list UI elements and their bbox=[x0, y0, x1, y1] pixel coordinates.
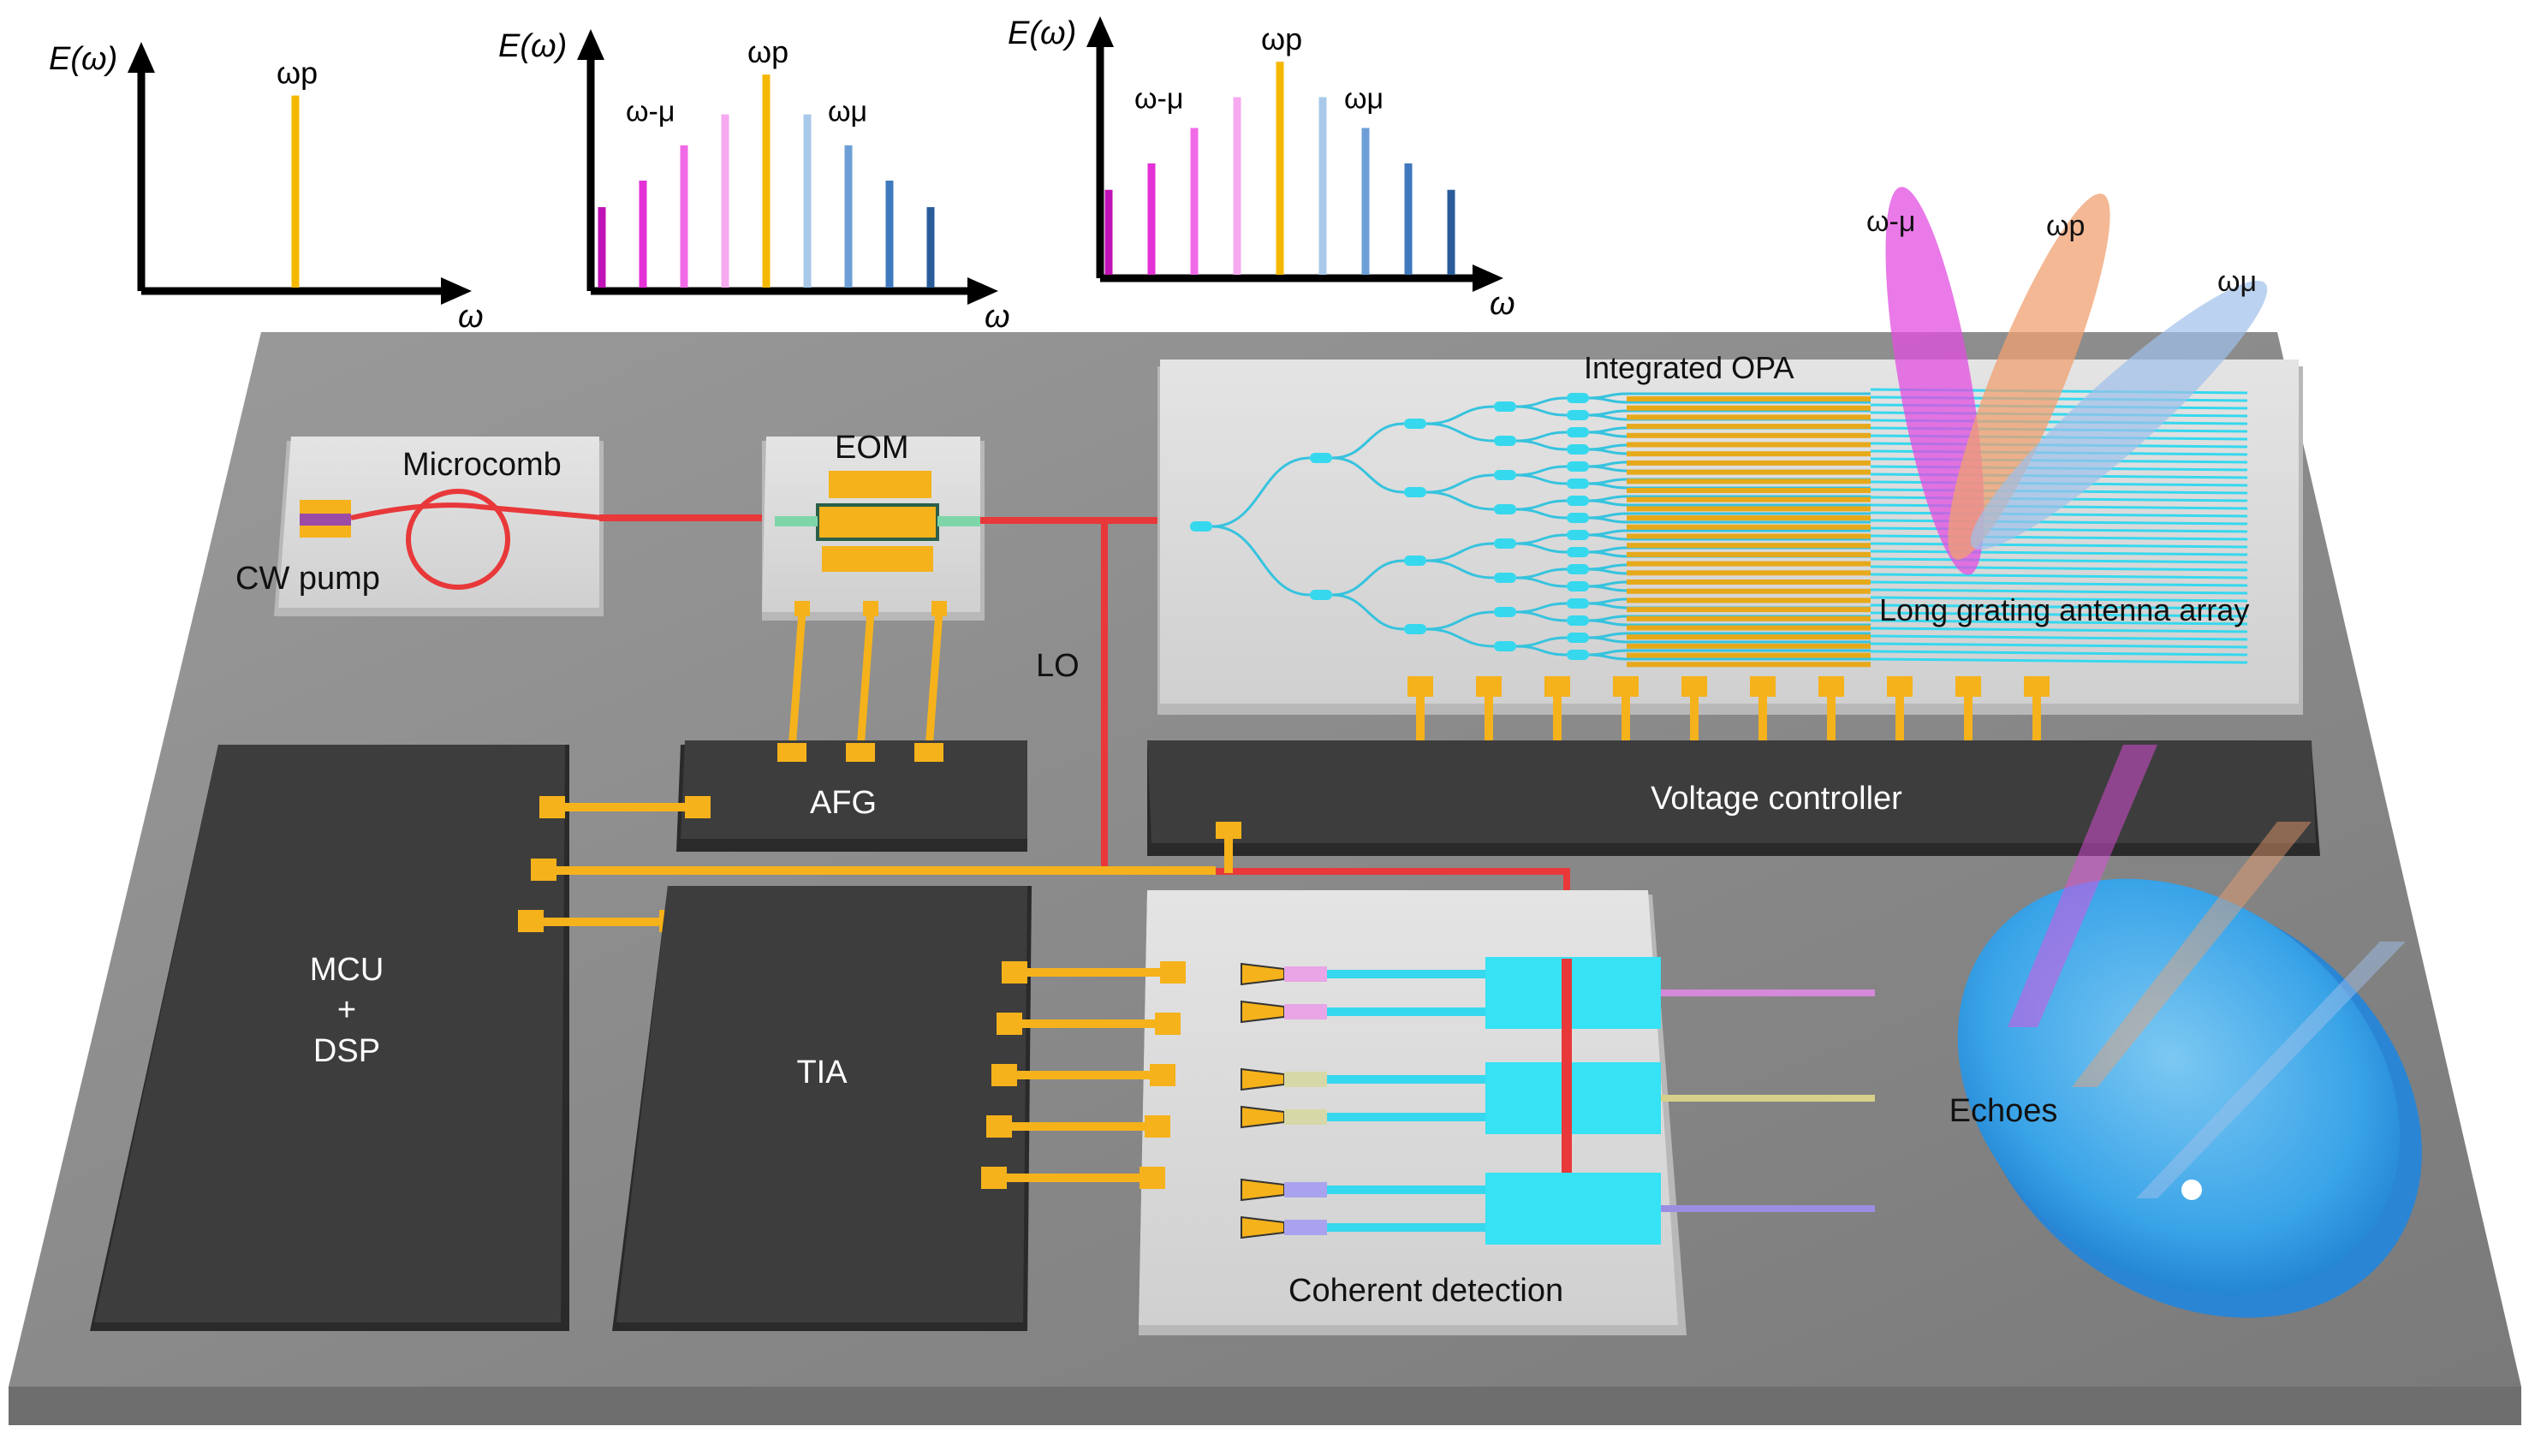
x-axis-label: ω bbox=[458, 299, 484, 335]
peak-label: ωp bbox=[1261, 21, 1302, 56]
mcu-dsp-block: MCU + DSP bbox=[90, 745, 569, 1331]
right-comb-label: ωμ bbox=[828, 96, 867, 128]
beam-plus bbox=[1970, 280, 2268, 550]
echo-fibers bbox=[1661, 989, 1875, 1212]
afg-block: AFG bbox=[676, 740, 1027, 852]
echo-receiver: Echoes bbox=[1949, 745, 2422, 1318]
eom-afg-wires bbox=[788, 611, 943, 750]
tia-block: TIA bbox=[612, 886, 1032, 1331]
detector-block bbox=[1485, 957, 1661, 1029]
mcu-label: MCU bbox=[310, 952, 384, 988]
beam-pump bbox=[1948, 193, 2110, 560]
voltage-controller-label: Voltage controller bbox=[1651, 781, 1902, 817]
lo-label: LO bbox=[1036, 648, 1080, 684]
grating-array-label: Long grating antenna array bbox=[1879, 592, 2249, 627]
microcomb-label: Microcomb bbox=[402, 447, 562, 483]
output-beams: ω-μ ωp ωμ bbox=[1866, 187, 2268, 575]
board-side bbox=[9, 1387, 2521, 1425]
detector-block bbox=[1485, 1062, 1661, 1134]
microcomb-chip: Microcomb CW pump bbox=[235, 437, 604, 616]
y-axis-arrow bbox=[128, 42, 155, 73]
y-axis-label: E(ω) bbox=[1008, 15, 1076, 51]
y-axis-label: E(ω) bbox=[498, 28, 567, 64]
echoes-label: Echoes bbox=[1949, 1093, 2058, 1129]
x-axis-label: ω bbox=[1490, 286, 1515, 322]
y-axis-arrow bbox=[577, 29, 604, 60]
balanced-detectors bbox=[1241, 957, 1661, 1245]
left-comb-label: ω-μ bbox=[626, 96, 675, 128]
opa-chip: Integrated OPA Long grating antenna arra… bbox=[1157, 350, 2303, 715]
y-axis-label: E(ω) bbox=[49, 41, 117, 77]
eom-electrode-bottom bbox=[822, 546, 933, 572]
coherent-detection-label: Coherent detection bbox=[1288, 1273, 1563, 1309]
spectrum-inset-2: E(ω) ω ωp ω-μ ωμ bbox=[498, 28, 1010, 335]
spectrum-inset-3: E(ω) ω ωp ω-μ ωμ bbox=[1008, 15, 1515, 322]
voltage-controller-block: Voltage controller bbox=[1147, 740, 2320, 856]
beam-plus-label: ωμ bbox=[2217, 265, 2257, 298]
eom-electrode-top bbox=[829, 471, 931, 498]
eom-chip: EOM bbox=[762, 430, 985, 621]
x-axis-arrow bbox=[967, 277, 998, 305]
tia-label: TIA bbox=[796, 1055, 848, 1091]
mcu-plus-label: + bbox=[337, 992, 356, 1028]
beam-minus-label: ω-μ bbox=[1866, 205, 1915, 238]
focal-spot bbox=[2181, 1180, 2202, 1200]
x-axis-arrow bbox=[441, 277, 472, 305]
integrated-opa-label: Integrated OPA bbox=[1584, 350, 1794, 385]
splitter-tree bbox=[1190, 392, 1627, 661]
x-axis-arrow bbox=[1473, 264, 1503, 292]
eom-label: EOM bbox=[835, 430, 909, 466]
cw-pump-label: CW pump bbox=[235, 561, 380, 597]
spectrum-inset-1: E(ω) ω ωp bbox=[49, 41, 484, 335]
left-comb-label: ω-μ bbox=[1134, 83, 1183, 116]
detector-block bbox=[1485, 1173, 1661, 1245]
cw-pump-laser bbox=[300, 500, 351, 514]
x-axis-label: ω bbox=[985, 299, 1010, 335]
y-axis-arrow bbox=[1086, 16, 1114, 47]
microring-resonator bbox=[406, 489, 510, 590]
afg-label: AFG bbox=[810, 785, 877, 821]
coherent-detection-chip: Coherent detection bbox=[981, 890, 1687, 1335]
phase-shifter-array bbox=[1627, 392, 1871, 668]
dsp-label: DSP bbox=[313, 1033, 380, 1069]
right-comb-label: ωμ bbox=[1344, 83, 1384, 116]
eom-modulator bbox=[816, 503, 939, 541]
peak-label: ωp bbox=[277, 56, 318, 91]
tia-detector-wires bbox=[981, 961, 1186, 1189]
beam-pump-label: ωp bbox=[2046, 210, 2085, 242]
peak-label: ωp bbox=[747, 34, 788, 69]
echo-disk bbox=[1957, 878, 2401, 1296]
